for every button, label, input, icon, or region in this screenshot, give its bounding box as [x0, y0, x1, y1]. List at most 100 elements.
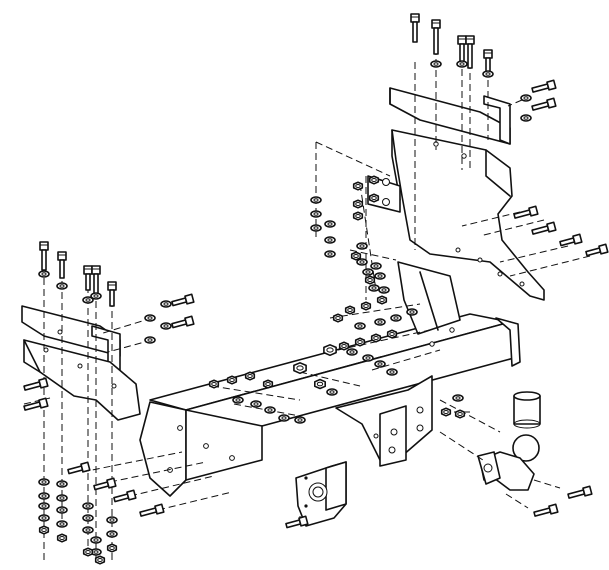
bolt-icon — [57, 251, 67, 279]
bolt-icon — [457, 35, 467, 63]
washer-icon — [324, 220, 336, 228]
washer-icon — [56, 520, 68, 528]
washer-icon — [374, 318, 386, 326]
washer-icon — [374, 360, 386, 368]
washer-icon — [310, 196, 322, 204]
washer-icon — [356, 258, 368, 266]
bolt-icon — [585, 243, 609, 257]
nut-icon — [338, 341, 350, 351]
nut-icon — [94, 555, 106, 565]
bolt-icon — [107, 281, 117, 307]
washer-icon — [324, 236, 336, 244]
nut-icon — [332, 313, 344, 323]
bolt-icon — [171, 315, 195, 329]
bolt-icon — [533, 503, 559, 517]
left-side-bracket — [21, 305, 141, 421]
nut-icon — [360, 301, 372, 311]
washer-icon — [370, 262, 382, 270]
nut-icon — [350, 251, 362, 261]
nut-icon — [106, 543, 118, 553]
bolt-icon — [83, 265, 93, 291]
washer-icon — [56, 282, 68, 290]
washer-icon — [520, 114, 532, 122]
washer-icon — [90, 536, 102, 544]
washer-icon — [56, 480, 68, 488]
bolt-icon — [67, 461, 91, 475]
nut-icon — [440, 407, 452, 417]
washer-icon — [82, 526, 94, 534]
bolt-icon — [113, 489, 137, 503]
nut-icon — [352, 181, 364, 191]
washer-icon — [362, 268, 374, 276]
bolt-icon — [285, 515, 309, 529]
nut-icon — [370, 333, 382, 343]
bolt-icon — [531, 79, 557, 93]
nut-icon — [368, 175, 380, 185]
nut-icon — [323, 343, 337, 357]
nut-icon — [262, 379, 274, 389]
washer-icon — [374, 272, 386, 280]
bolt-icon — [23, 377, 49, 391]
washer-icon — [482, 70, 494, 78]
washer-icon — [354, 322, 366, 330]
bolt-icon — [559, 233, 583, 247]
washer-icon — [294, 416, 306, 424]
washer-icon — [378, 286, 390, 294]
nut-icon — [244, 371, 256, 381]
bolt-icon — [39, 241, 49, 271]
bolt-icon — [171, 293, 195, 307]
washer-icon — [232, 396, 244, 404]
nut-icon — [352, 211, 364, 221]
washer-icon — [326, 388, 338, 396]
washer-icon — [386, 368, 398, 376]
washer-icon — [106, 516, 118, 524]
hitch-neck-plate — [335, 375, 433, 467]
nut-icon — [38, 525, 50, 535]
washer-icon — [264, 406, 276, 414]
bolt-icon — [139, 503, 165, 517]
nut-icon — [293, 361, 307, 375]
washer-icon — [144, 314, 156, 322]
washer-icon — [452, 394, 464, 402]
washer-icon — [310, 210, 322, 218]
nut-icon — [386, 329, 398, 339]
nut-icon — [354, 337, 366, 347]
bolt-icon — [91, 265, 101, 297]
washer-icon — [56, 494, 68, 502]
bolt-icon — [431, 19, 441, 55]
washer-icon — [456, 60, 468, 68]
washer-icon — [56, 506, 68, 514]
bolt-icon — [483, 49, 493, 73]
washer-icon — [278, 414, 290, 422]
bolt-icon — [93, 477, 117, 491]
washer-icon — [160, 322, 172, 330]
socket-plate — [295, 461, 347, 527]
washer-icon — [430, 60, 442, 68]
bolt-icon — [513, 205, 539, 219]
nut-icon — [376, 295, 388, 305]
washer-icon — [310, 224, 322, 232]
washer-icon — [106, 530, 118, 538]
washer-icon — [82, 502, 94, 510]
washer-icon — [250, 400, 262, 408]
washer-icon — [362, 354, 374, 362]
washer-icon — [346, 348, 358, 356]
washer-icon — [38, 514, 50, 522]
nut-icon — [364, 275, 376, 285]
washer-icon — [38, 478, 50, 486]
fastener-group — [23, 13, 609, 565]
washer-icon — [160, 300, 172, 308]
bolt-icon — [465, 35, 475, 69]
nut-icon — [208, 379, 220, 389]
washer-icon — [406, 308, 418, 316]
nut-icon — [313, 378, 327, 390]
nut-icon — [352, 199, 364, 209]
nut-icon — [368, 193, 380, 203]
nut-icon — [344, 305, 356, 315]
tow-ball-assembly — [477, 391, 541, 491]
washer-icon — [38, 270, 50, 278]
crossbar-tube — [139, 261, 521, 497]
nut-icon — [82, 547, 94, 557]
bolt-icon — [410, 13, 420, 43]
